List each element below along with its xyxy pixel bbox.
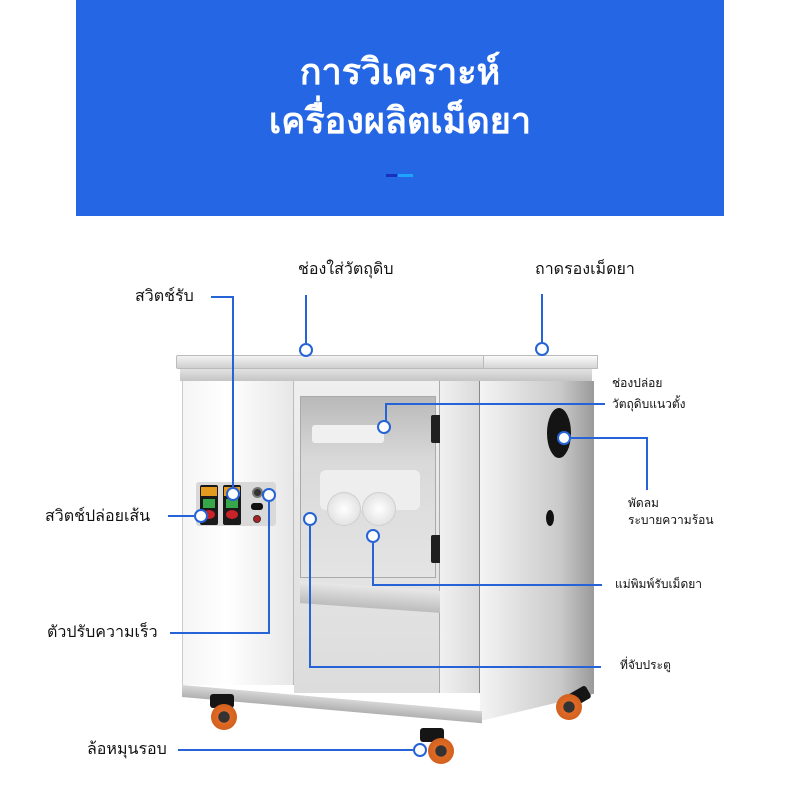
header-banner: การวิเคราะห์ เครื่องผลิตเม็ดยา — [76, 0, 724, 216]
leader-line — [309, 526, 311, 668]
leader-line — [309, 666, 601, 668]
label-receive-switch: สวิตช์รับ — [135, 286, 194, 305]
leader-line — [372, 584, 602, 586]
leader-line — [372, 543, 374, 585]
label-vertical-release-line2: วัตถุดิบแนวตั้ง — [612, 397, 686, 411]
leader-line — [170, 632, 270, 634]
callout-dot-icon — [226, 487, 240, 501]
machine-right-panel — [480, 381, 594, 721]
wheel-icon — [211, 704, 237, 730]
callout-dot-icon — [262, 488, 276, 502]
mold-roller-icon — [327, 492, 361, 526]
callout-dot-icon — [413, 743, 427, 757]
leader-line — [646, 437, 648, 490]
leader-line — [178, 749, 413, 751]
banner-title-line1: การวิเคราะห์ — [299, 52, 501, 93]
vertical-release-part — [312, 425, 384, 443]
machine-mid-post — [440, 381, 480, 693]
red-indicator-icon — [253, 515, 261, 523]
label-fan-line1: พัดลม — [628, 496, 659, 510]
label-strand-release-switch: สวิตช์ปล่อยเส้น — [45, 506, 151, 525]
label-fan-line2: ระบายความร้อน — [628, 513, 714, 527]
leader-line — [570, 437, 648, 439]
callout-dot-icon — [299, 343, 313, 357]
machine-left-panel — [182, 381, 294, 685]
black-button-icon — [251, 503, 263, 510]
callout-dot-icon — [557, 431, 571, 445]
label-caster-wheel: ล้อหมุนรอบ — [87, 739, 167, 758]
leader-line — [305, 295, 307, 343]
mold-roller-icon — [362, 492, 396, 526]
label-pill-mold: แม่พิมพ์รับเม็ดยา — [615, 577, 703, 591]
side-slot — [546, 510, 554, 526]
wheel-icon — [556, 694, 582, 720]
wheel-icon — [428, 738, 454, 764]
leader-line — [268, 502, 270, 633]
label-door-handle: ที่จับประตู — [620, 658, 671, 672]
callout-dot-icon — [366, 529, 380, 543]
leader-line — [232, 296, 234, 487]
callout-dot-icon — [194, 509, 208, 523]
banner-accent-bar — [386, 174, 413, 178]
banner-title-line2: เครื่องผลิตเม็ดยา — [268, 101, 532, 142]
leader-line — [385, 403, 605, 405]
callout-dot-icon — [377, 420, 391, 434]
label-speed-adjuster: ตัวปรับความเร็ว — [47, 622, 158, 641]
machine-top-trim — [180, 369, 592, 381]
leader-line — [168, 515, 194, 517]
callout-dot-icon — [535, 342, 549, 356]
callout-dot-icon — [303, 512, 317, 526]
label-raw-material-inlet: ช่องใส่วัตถุดิบ — [298, 259, 394, 278]
leader-line — [385, 403, 387, 423]
accent-dark — [386, 174, 397, 177]
label-pill-tray: ถาดรองเม็ดยา — [535, 259, 635, 278]
accent-light — [398, 174, 413, 177]
pill-tray-slab — [483, 355, 598, 369]
leader-line — [211, 296, 234, 298]
label-vertical-release-line1: ช่องปล่อย — [612, 376, 663, 390]
leader-line — [541, 294, 543, 342]
